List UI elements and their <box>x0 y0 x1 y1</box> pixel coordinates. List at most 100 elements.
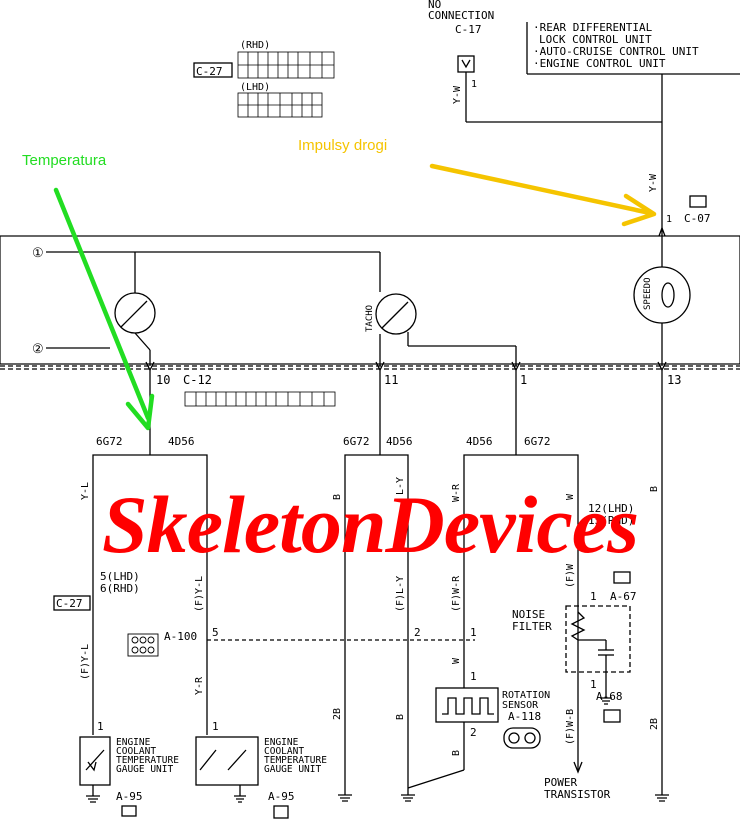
a68-icon <box>603 709 621 723</box>
lhd-5-label: 5(LHD) <box>100 570 140 583</box>
ground-icon-2 <box>234 795 246 803</box>
yw-top-label: Y-W <box>452 85 463 104</box>
c27-top-box <box>193 62 233 78</box>
b-label-3: B <box>451 750 462 756</box>
a68-label: A-68 <box>596 690 623 703</box>
tacho-split-bracket <box>344 454 409 462</box>
a100-label: A-100 <box>164 630 197 643</box>
svg-text:TEMPERATURE: TEMPERATURE <box>264 755 327 766</box>
fw-label: (F)W <box>565 563 576 588</box>
pulse-split-bracket <box>463 454 579 462</box>
ground-icon-3 <box>338 794 352 802</box>
fyl-left-label: (F)Y-L <box>80 644 91 680</box>
pin-1-ect-right: 1 <box>212 720 219 733</box>
ect-thermistor-left-icon <box>85 749 105 772</box>
temperature-arrow <box>53 187 155 431</box>
lhd-label: (LHD) <box>240 82 270 93</box>
speedo-label: SPEEDO <box>643 277 653 310</box>
c12-label: C-12 <box>183 373 212 387</box>
c07-pin-label: 1 <box>666 214 672 225</box>
power-transistor-text: POWER TRANSISTOR <box>544 776 611 801</box>
c27-bottom-label: C-27 <box>56 597 83 610</box>
combination-meter-box <box>0 235 740 365</box>
svg-text:TEMPERATURE: TEMPERATURE <box>116 755 179 766</box>
pin-13: 13 <box>667 373 681 387</box>
pin-10: 10 <box>156 373 170 387</box>
a100-connector-icon <box>127 633 159 657</box>
noise-filter-text: NOISE FILTER <box>512 608 552 633</box>
c27-top-label: C-27 <box>196 65 223 78</box>
yl-label: Y-L <box>80 482 91 500</box>
wr-label: W-R <box>451 483 462 502</box>
temperatura-annotation: Temperatura <box>22 152 107 169</box>
temperature-gauge-needle <box>120 300 148 328</box>
ground-icon-5 <box>600 697 612 705</box>
svg-text:FILTER: FILTER <box>512 620 552 633</box>
ect-sensor-right <box>195 736 259 786</box>
ground-icon-6 <box>655 794 669 802</box>
rhd-label: (RHD) <box>240 40 270 51</box>
c12-pin-grid <box>184 391 336 407</box>
svg-text:·ENGINE CONTROL UNIT: ·ENGINE CONTROL UNIT <box>533 57 666 70</box>
c07-arrow <box>658 226 666 237</box>
unit-list: ·REAR DIFFERENTIAL LOCK CONTROL UNIT ·AU… <box>533 21 699 70</box>
pin-2-sensor: 2 <box>470 726 477 739</box>
yr-label: Y-R <box>194 676 205 695</box>
rhd-pin-grid <box>237 51 335 79</box>
svg-text:ENGINE: ENGINE <box>116 737 151 748</box>
engine-4d56-2: 4D56 <box>386 435 413 448</box>
pin-1-a67: 1 <box>590 590 597 603</box>
svg-text:COOLANT: COOLANT <box>264 746 304 757</box>
tachometer-needle <box>381 301 409 329</box>
svg-text:COOLANT: COOLANT <box>116 746 156 757</box>
svg-text:SENSOR: SENSOR <box>502 700 539 711</box>
2b-label-right: 2B <box>649 718 660 730</box>
c27-bottom-box <box>53 595 91 611</box>
svg-text:TRANSISTOR: TRANSISTOR <box>544 788 611 801</box>
a95-right-label: A-95 <box>268 790 295 803</box>
svg-text:ENGINE: ENGINE <box>264 737 299 748</box>
svg-text:NOISE: NOISE <box>512 608 545 621</box>
impulsy-annotation: Impulsy drogi <box>298 137 387 154</box>
svg-text:GAUGE UNIT: GAUGE UNIT <box>264 764 321 775</box>
ly-label: L-Y <box>395 477 406 495</box>
sensor-ground-link <box>407 769 465 789</box>
a67-label: A-67 <box>610 590 637 603</box>
b-label-1: B <box>332 494 343 500</box>
2b-label-left: 2B <box>332 708 343 720</box>
noise-filter-box <box>565 605 631 673</box>
engine-6g72-1: 6G72 <box>96 435 123 448</box>
ect-left-text: ENGINE COOLANT TEMPERATURE GAUGE UNIT <box>116 737 179 775</box>
circle-1-marker: ① <box>32 246 44 261</box>
c07-connector-icon <box>689 195 707 208</box>
pin-1-sensor: 1 <box>470 670 477 683</box>
a67-icon <box>613 571 631 584</box>
c17-connector <box>457 55 475 73</box>
noise-filter-resistor-icon <box>570 611 586 641</box>
a95-left-label: A-95 <box>116 790 143 803</box>
lhd-12-label: 12(LHD) <box>588 502 634 515</box>
a95-left-icon <box>121 805 137 817</box>
svg-text:GAUGE UNIT: GAUGE UNIT <box>116 764 173 775</box>
ect-sensor-left <box>79 736 111 786</box>
a95-right-icon <box>273 805 289 819</box>
temp-gauge-bottom-wire <box>134 332 151 351</box>
rotation-sensor-box <box>435 687 499 723</box>
impulsy-arrow <box>429 163 657 227</box>
tachometer-icon <box>375 293 417 335</box>
ground-icon-1 <box>86 795 100 803</box>
ect-thermistor-right-icon <box>199 749 247 771</box>
svg-text:ROTATION: ROTATION <box>502 690 550 701</box>
svg-text:·AUTO-CRUISE CONTROL UNIT: ·AUTO-CRUISE CONTROL UNIT <box>533 45 699 58</box>
ect-right-text: ENGINE COOLANT TEMPERATURE GAUGE UNIT <box>264 737 327 775</box>
rotation-sensor-text: ROTATION SENSOR <box>502 690 550 711</box>
svg-text:·REAR DIFFERENTIAL: ·REAR DIFFERENTIAL <box>533 21 653 34</box>
pin-1: 1 <box>520 373 527 387</box>
pin-2-label: 2 <box>414 626 421 639</box>
b-label-4: B <box>649 486 660 492</box>
w-label-2: W <box>565 493 576 500</box>
engine-6g72-3: 6G72 <box>524 435 551 448</box>
rhd-6-label: 6(RHD) <box>100 582 140 595</box>
